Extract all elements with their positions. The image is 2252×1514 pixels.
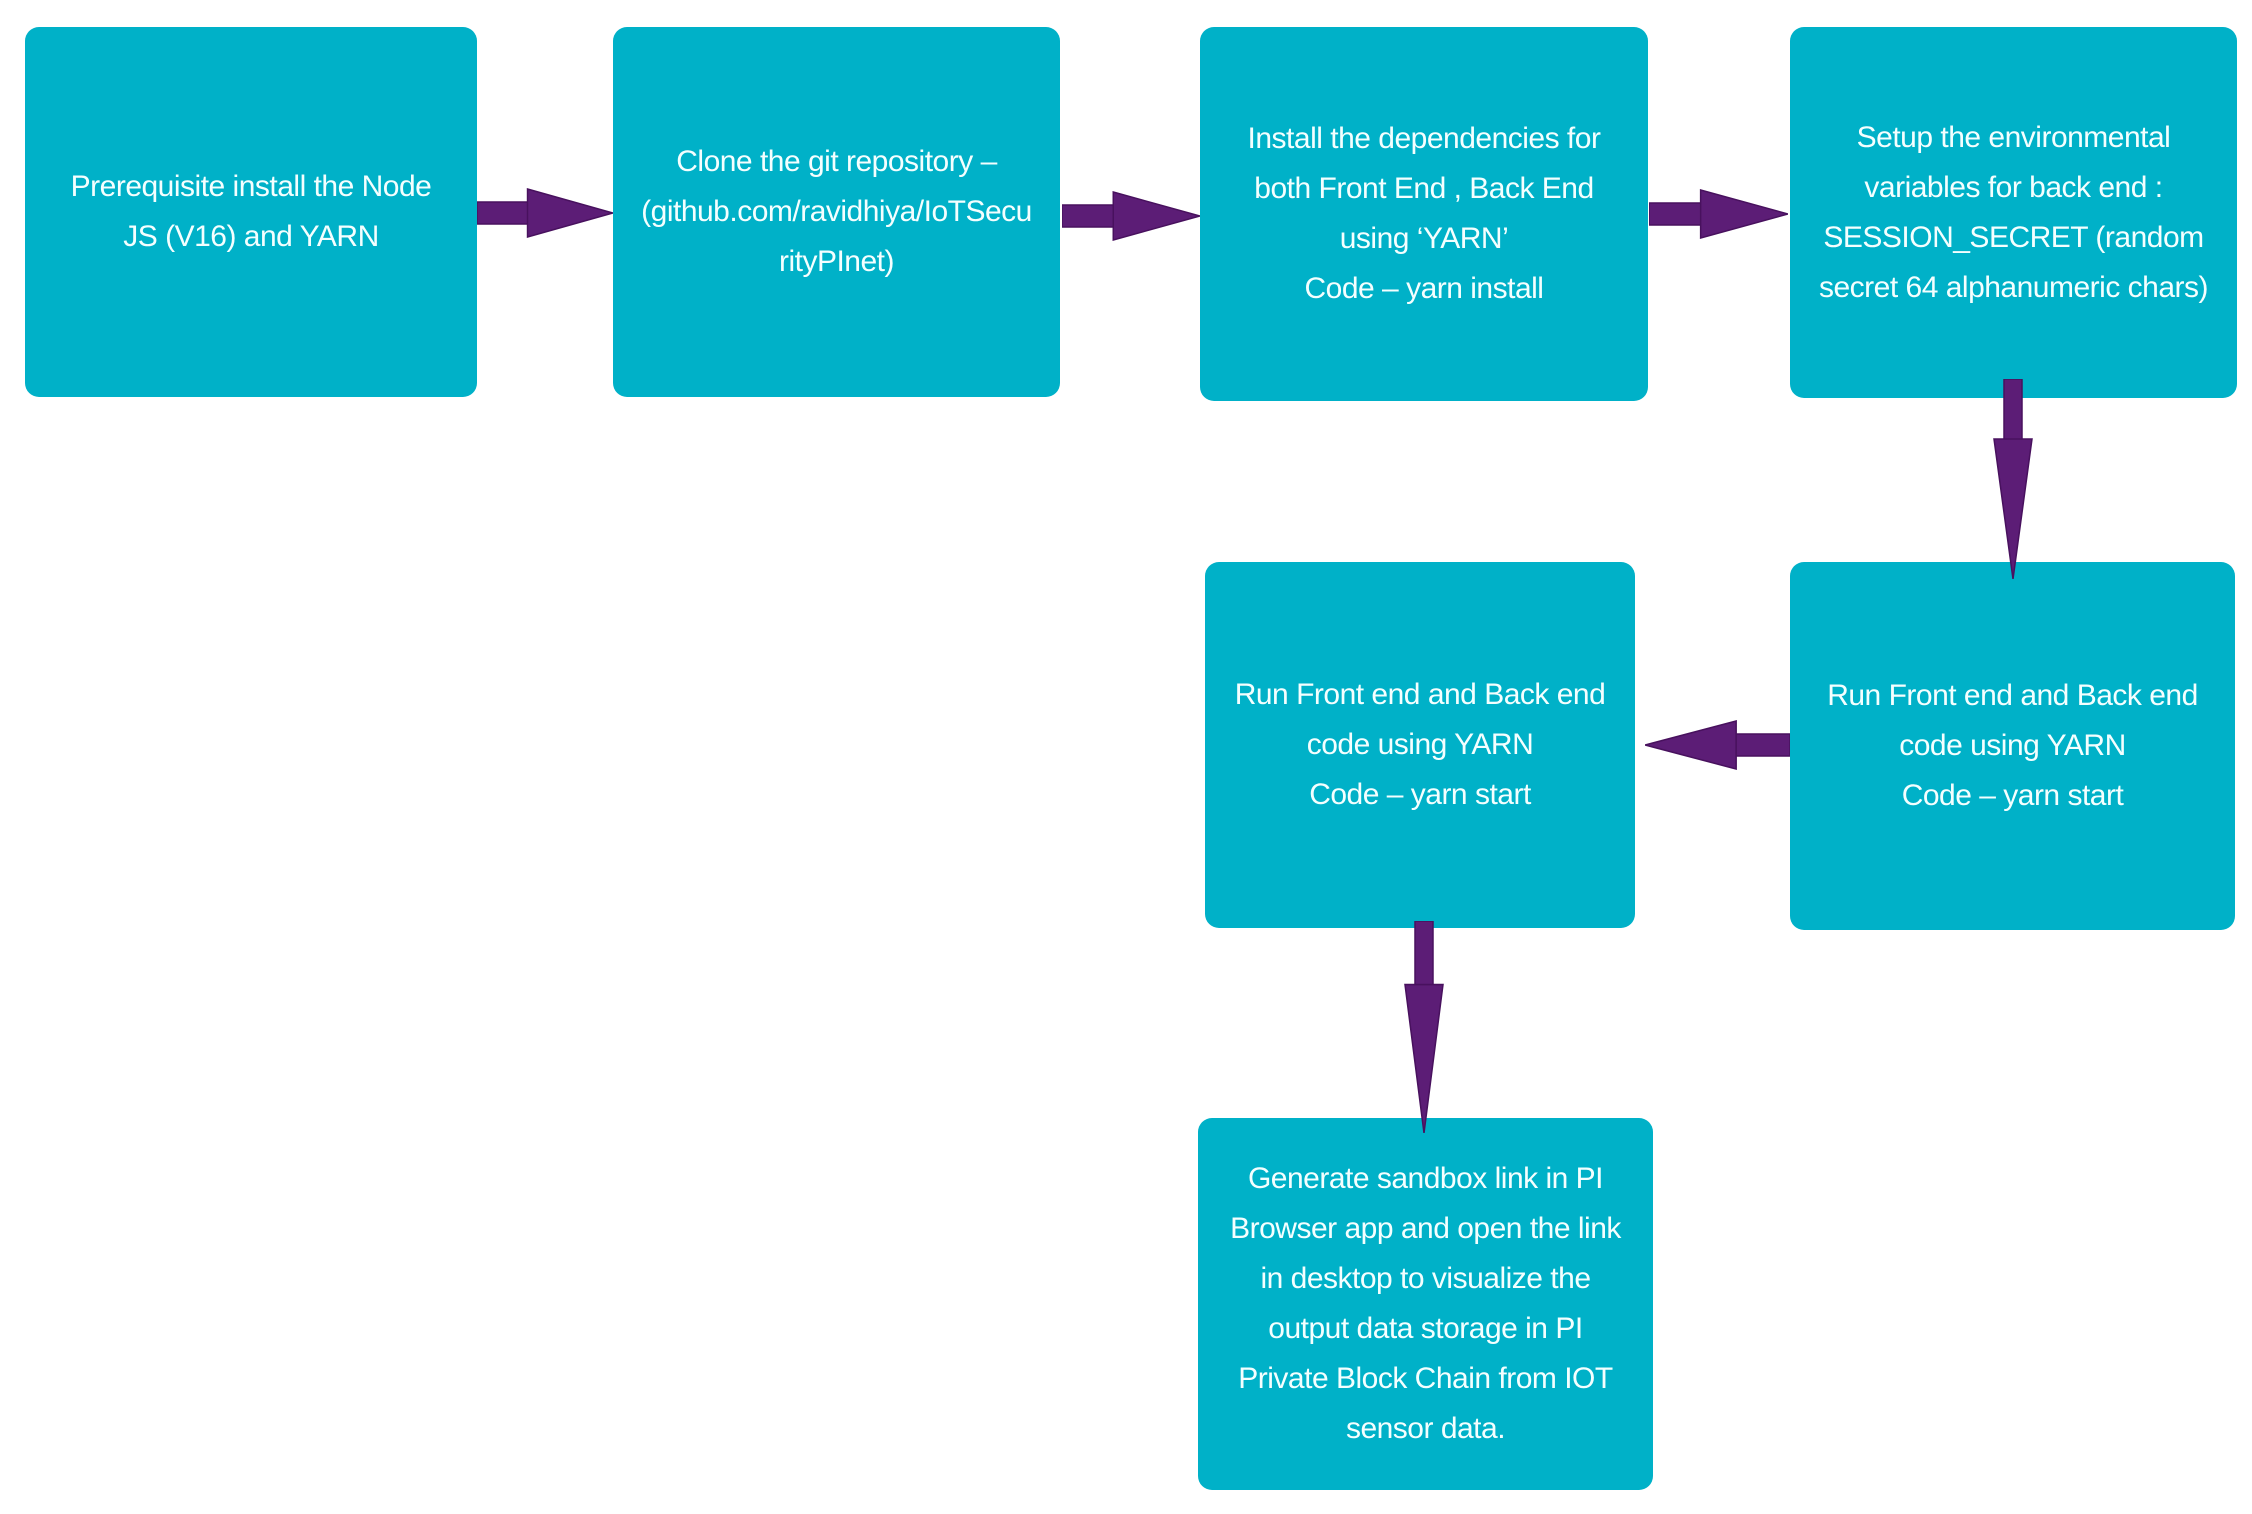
node-clone-repo: Clone the git repository – (github.com/r…	[613, 27, 1060, 397]
node-generate-sandbox-link: Generate sandbox link in PI Browser app …	[1198, 1118, 1653, 1490]
node-label: Clone the git repository – (github.com/r…	[641, 145, 1032, 278]
arrow-down-icon	[1404, 921, 1444, 1133]
node-label: Run Front end and Back end code using YA…	[1827, 679, 2198, 812]
arrow-right-icon	[1062, 191, 1200, 241]
node-label: Install the dependencies for both Front …	[1247, 122, 1601, 305]
node-label: Prerequisite install the Node JS (V16) a…	[70, 170, 432, 253]
arrow-down-icon	[1993, 379, 2033, 579]
node-prerequisite-install: Prerequisite install the Node JS (V16) a…	[25, 27, 477, 397]
node-run-code-middle: Run Front end and Back end code using YA…	[1205, 562, 1635, 928]
arrow-right-icon	[477, 188, 613, 238]
arrow-right-icon	[477, 188, 613, 238]
node-label: Run Front end and Back end code using YA…	[1234, 678, 1606, 811]
arrow-down-icon	[1993, 379, 2033, 579]
node-run-code-right: Run Front end and Back end code using YA…	[1790, 562, 2235, 930]
node-label: Generate sandbox link in PI Browser app …	[1230, 1162, 1621, 1445]
arrow-right-icon	[1649, 189, 1788, 239]
node-install-dependencies: Install the dependencies for both Front …	[1200, 27, 1648, 401]
arrow-right-icon	[1649, 189, 1788, 239]
arrow-right-icon	[1062, 191, 1200, 241]
arrow-down-icon	[1404, 921, 1444, 1133]
arrow-left-icon	[1645, 720, 1790, 770]
node-setup-env-vars: Setup the environmental variables for ba…	[1790, 27, 2237, 398]
arrow-left-icon	[1645, 720, 1790, 770]
node-label: Setup the environmental variables for ba…	[1818, 120, 2209, 304]
